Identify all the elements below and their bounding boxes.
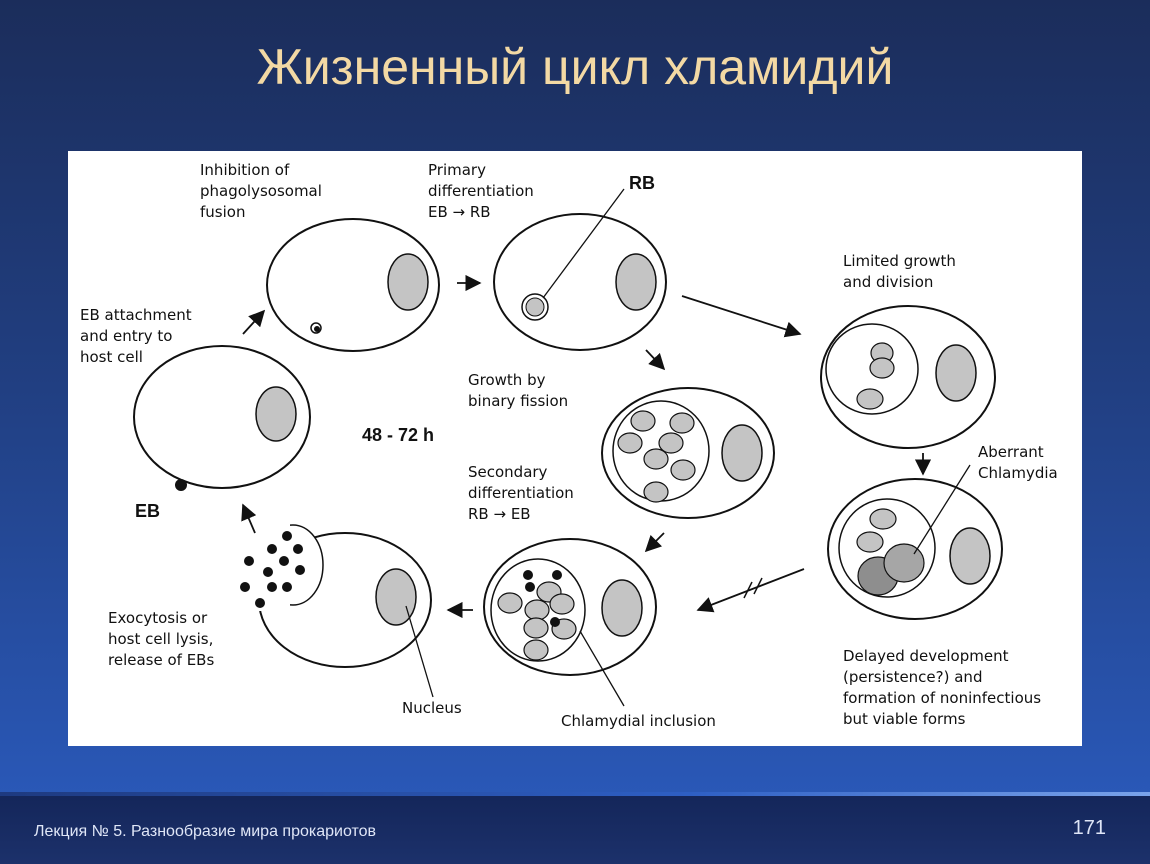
cell-secondary — [483, 538, 657, 707]
cell-limited — [820, 305, 996, 449]
rb-pointer — [542, 188, 625, 299]
nucleus-pointer — [405, 605, 434, 698]
cycle-arrows — [241, 274, 932, 619]
label-rb: RB — [629, 173, 655, 193]
label-limited: Limited growth and division — [843, 252, 961, 291]
arrow-growth-to-secondary — [644, 532, 665, 553]
cell-growth — [601, 387, 775, 519]
label-attachment: EB attachment and entry to host cell — [80, 306, 196, 366]
label-duration: 48 - 72 h — [362, 425, 434, 445]
cell-aberrant — [827, 464, 1003, 620]
label-primary: Primary differentiation EB → RB — [428, 161, 539, 221]
arrow-aberrant-to-secondary — [696, 568, 805, 613]
label-eb: EB — [135, 501, 160, 521]
arrow-primary-to-limited — [681, 295, 802, 338]
arrow-attach-to-inhibition — [242, 309, 266, 335]
slide-title: Жизненный цикл хламидий — [256, 39, 894, 95]
footer-bar — [0, 796, 1150, 864]
footer-lecture-title: Лекция № 5. Разнообразие мира прокариото… — [34, 823, 377, 840]
diagram-canvas: Inhibition of phagolysosomal fusion Prim… — [80, 161, 1058, 730]
label-nucleus: Nucleus — [402, 699, 462, 717]
label-inhibition: Inhibition of phagolysosomal fusion — [200, 161, 327, 221]
label-secondary: Secondary differentiation RB → EB — [468, 463, 579, 523]
label-growth: Growth by binary fission — [468, 371, 568, 410]
aberrant-pointer — [913, 464, 971, 555]
inclusion-pointer — [579, 630, 625, 707]
label-delayed: Delayed development (persistence?) and f… — [843, 647, 1046, 728]
nucleus-shape — [255, 386, 297, 442]
arrow-primary-to-growth — [645, 349, 666, 371]
cell-primary — [493, 188, 667, 351]
cell-exocytosis — [240, 521, 434, 698]
life-cycle-diagram: Inhibition of phagolysosomal fusion Prim… — [68, 151, 1082, 746]
label-inclusion: Chlamydial inclusion — [561, 712, 716, 730]
label-aberrant: Aberrant Chlamydia — [978, 443, 1058, 482]
cell-attachment — [133, 345, 311, 491]
eb-particle — [175, 479, 187, 491]
arrow-exocytosis-to-eb — [241, 503, 257, 534]
cell-inhibition — [266, 218, 440, 352]
page-number: 171 — [1072, 817, 1106, 839]
footer-accent-line — [0, 792, 1150, 797]
label-exocytosis: Exocytosis or host cell lysis, release o… — [108, 609, 218, 669]
